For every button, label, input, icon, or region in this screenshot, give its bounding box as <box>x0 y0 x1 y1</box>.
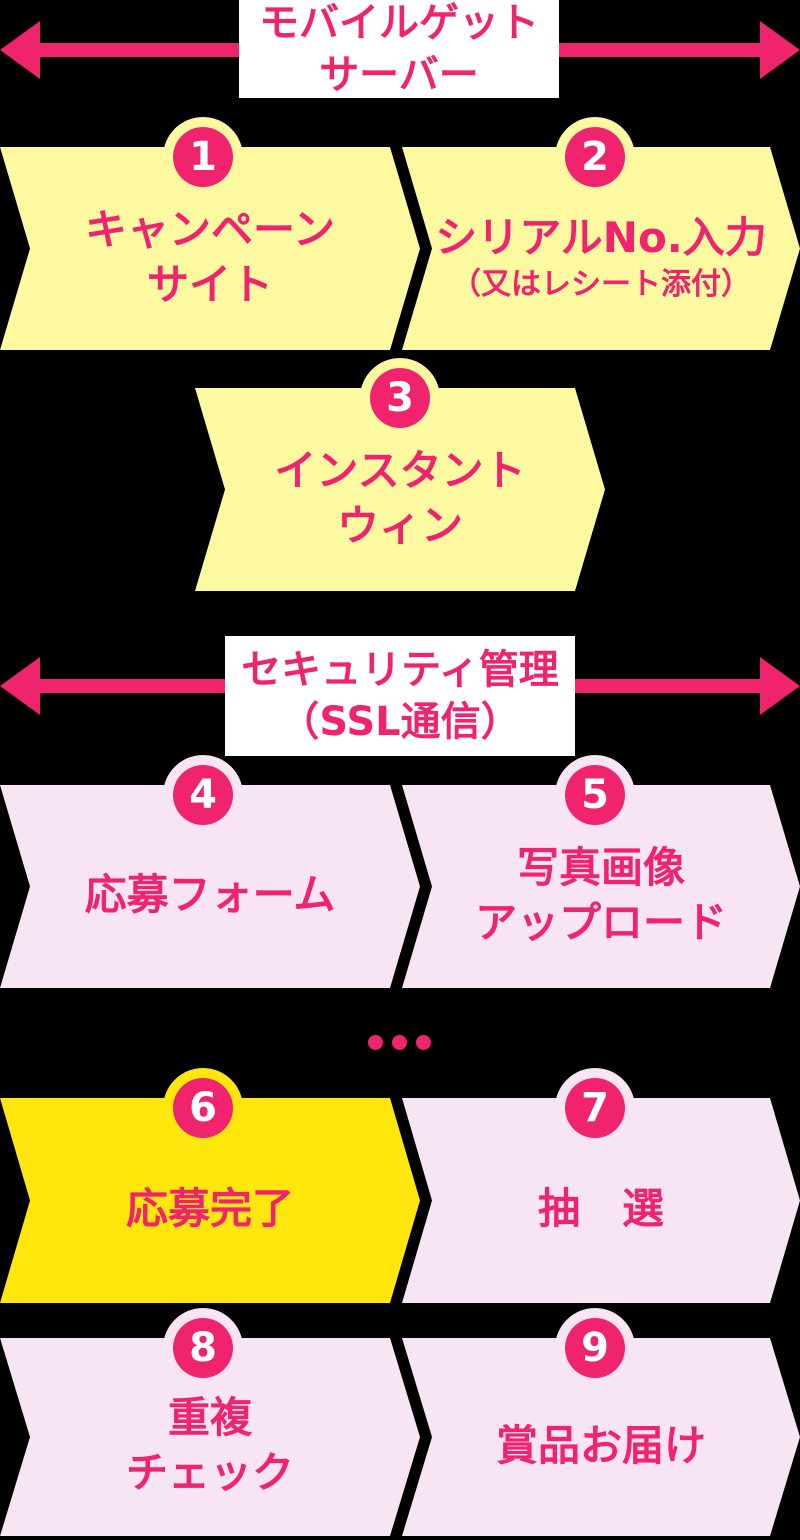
arrow-right-head-icon <box>760 21 800 79</box>
step-6-number-badge: 6 <box>173 1078 233 1138</box>
step-1-label: キャンペーンサイト <box>85 204 335 309</box>
step-3: 3 インスタントウィン <box>195 358 605 591</box>
step-3-number-badge: 3 <box>370 368 430 428</box>
header-line: セキュリティ管理 <box>241 647 559 693</box>
step-2-number-badge: 2 <box>565 127 625 187</box>
security-header: セキュリティ管理 （SSL通信） <box>225 636 575 756</box>
dot <box>392 1035 407 1050</box>
ellipsis-dots-icon <box>368 1035 431 1050</box>
arrow-left-head-icon <box>0 657 40 715</box>
step-8-label: 重複チェック <box>125 1393 294 1497</box>
step-2-label: シリアルNo.入力（又はレシート添付） <box>435 212 767 303</box>
step-5: 5 写真画像アップロード <box>402 755 800 988</box>
step-1-number-badge: 1 <box>173 127 233 187</box>
step-1: 1 キャンペーンサイト <box>0 117 420 350</box>
dot <box>416 1035 431 1050</box>
step-6: 6 応募完了 <box>0 1068 420 1303</box>
step-4-number-badge: 4 <box>173 765 233 825</box>
step-5-number-badge: 5 <box>565 765 625 825</box>
step-5-label: 写真画像アップロード <box>474 842 727 947</box>
step-8: 8 重複チェック <box>0 1308 420 1536</box>
step-4: 4 応募フォーム <box>0 755 420 988</box>
step-3-label: インスタントウィン <box>274 445 526 550</box>
step-7-label: 抽 選 <box>537 1184 664 1234</box>
step-9: 9 賞品お届け <box>402 1308 800 1536</box>
header-line: サーバー <box>319 52 479 98</box>
header-line: モバイルゲット <box>259 0 539 46</box>
step-6-label: 応募完了 <box>125 1184 294 1234</box>
mobile-server-header: モバイルゲット サーバー <box>239 0 559 98</box>
arrow-right-head-icon <box>760 657 800 715</box>
step-4-label: 応募フォーム <box>84 870 336 920</box>
header-line: （SSL通信） <box>279 699 521 745</box>
step-8-number-badge: 8 <box>173 1318 233 1378</box>
step-7: 7 抽 選 <box>402 1068 800 1303</box>
dot <box>368 1035 383 1050</box>
step-9-label: 賞品お届け <box>495 1420 706 1470</box>
arrow-left-head-icon <box>0 21 40 79</box>
step-7-number-badge: 7 <box>565 1078 625 1138</box>
step-9-number-badge: 9 <box>565 1318 625 1378</box>
step-2: 2 シリアルNo.入力（又はレシート添付） <box>402 117 800 350</box>
